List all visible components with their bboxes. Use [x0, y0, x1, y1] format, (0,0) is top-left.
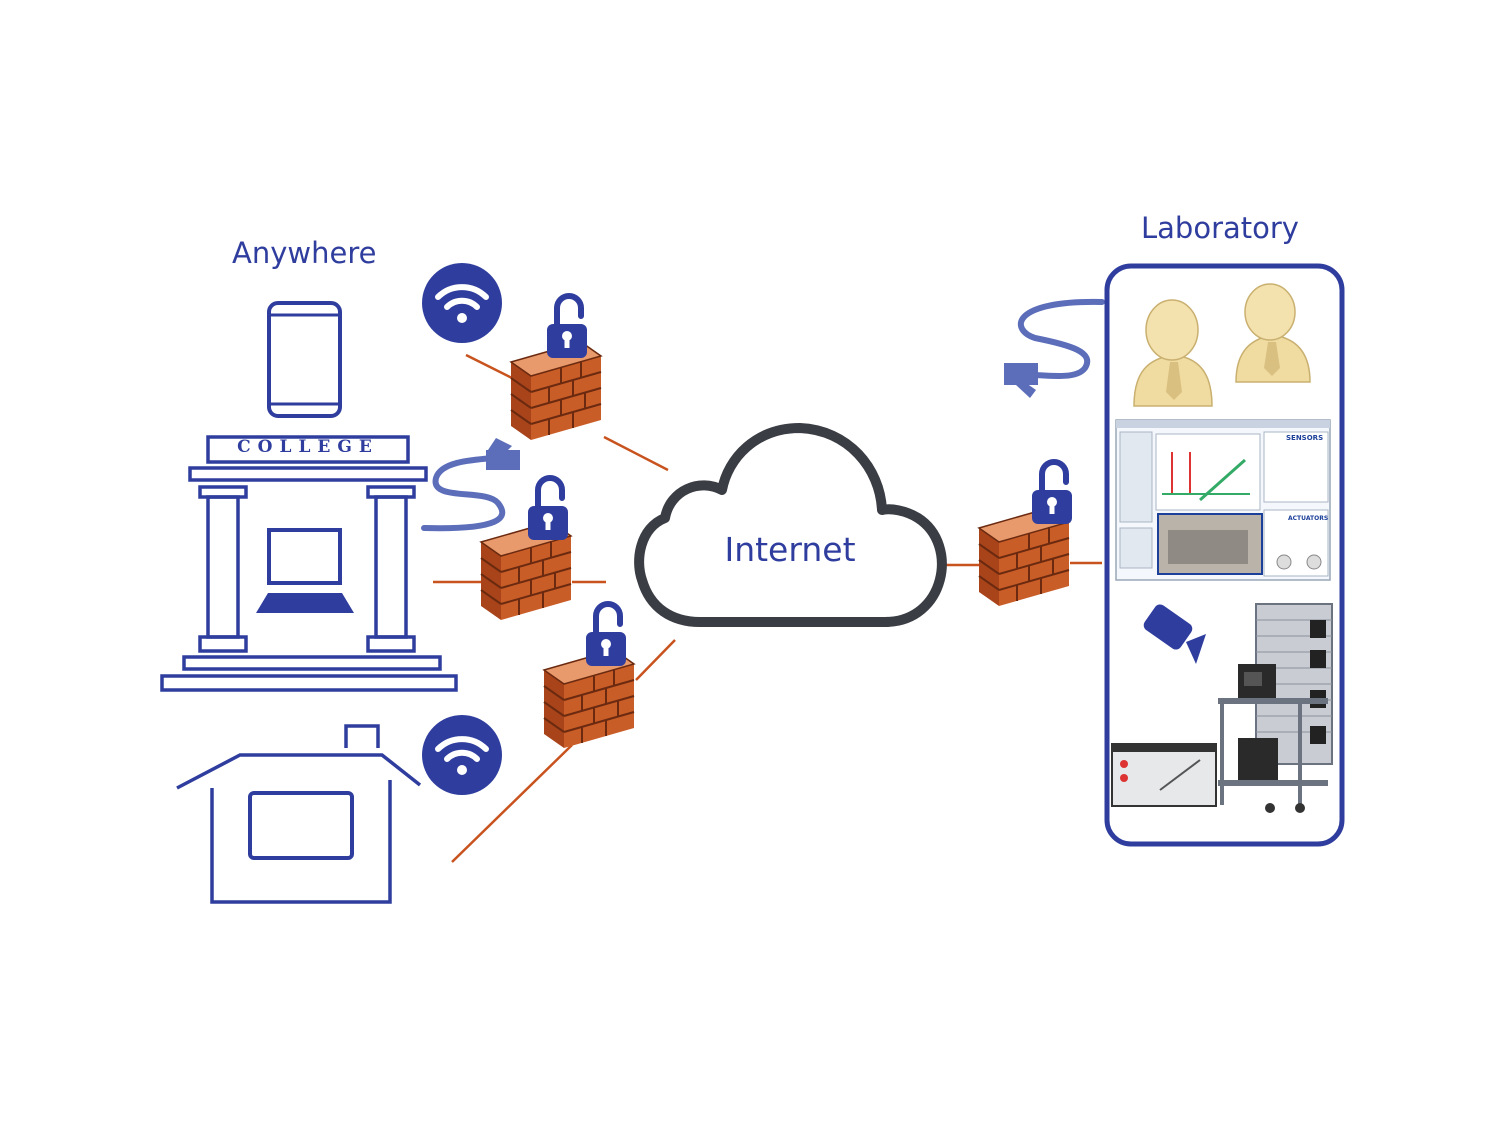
- scada-actuators-label: ACTUATORS: [1288, 515, 1328, 522]
- lab-equipment-icon: [1111, 603, 1333, 813]
- connection-lines: [433, 353, 1102, 863]
- house-icon: [176, 724, 422, 904]
- link-firewall3-cloud: [635, 639, 676, 681]
- anywhere-label: Anywhere: [232, 236, 377, 270]
- link-tablet-firewall: [465, 353, 513, 380]
- laptop-icon: [256, 528, 354, 613]
- laboratory-label: Laboratory: [1141, 211, 1299, 245]
- college-building-icon: [160, 435, 458, 692]
- video-camera-icon: [1143, 604, 1206, 664]
- user-avatars-icon: [1133, 283, 1311, 407]
- open-padlock-icon: [586, 604, 626, 666]
- link-home-firewall: [451, 744, 573, 863]
- internet-label: Internet: [724, 530, 856, 569]
- tablet-icon: [267, 301, 342, 418]
- cloud-icon: [634, 423, 947, 627]
- open-padlock-icon: [1032, 462, 1072, 524]
- open-padlock-icon: [547, 296, 587, 358]
- scada-sensors-label: SENSORS: [1286, 434, 1323, 442]
- link-firewall1-cloud: [603, 435, 669, 472]
- wifi-icon: [422, 715, 502, 795]
- network-cable-icon: [1004, 298, 1105, 398]
- network-cable-icon: [421, 438, 520, 532]
- wifi-icon: [422, 263, 502, 343]
- open-padlock-icon: [528, 478, 568, 540]
- scada-screen-icon: SENSORS ACTUATORS: [1115, 419, 1331, 581]
- college-sign-label: COLLEGE: [237, 437, 379, 457]
